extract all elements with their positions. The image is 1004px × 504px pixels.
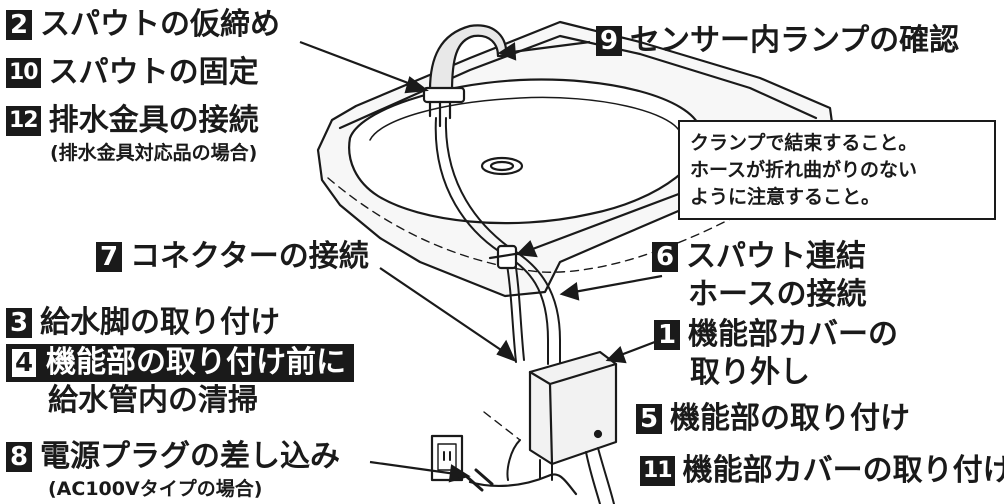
step-10-number: 10 [6,58,41,88]
basin-drain [480,156,524,176]
step-12-number: 12 [6,106,41,136]
step-9-number: 9 [596,26,622,56]
step-6-text-line2: ホースの接続 [688,277,867,312]
step-7-text: コネクターの接続 [130,239,369,274]
step-3-label: 3 給水脚の取り付け [6,306,280,340]
step-1-text: 機能部カバーの [688,317,898,352]
step-12-text: 排水金具の接続 [48,103,259,138]
step-9-label: 9 センサー内ランプの確認 [596,24,959,58]
step-2-label: 2 スパウトの仮締め [6,8,280,42]
power-cord [468,473,578,496]
step-8-text: 電源プラグの差し込み [40,439,340,474]
step-4-number: 4 [12,348,36,378]
step-4-text: 機能部の取り付け前に [46,345,346,380]
supply-pipe [506,439,553,481]
note-line-3: ように注意すること。 [690,186,881,208]
step-3-text: 給水脚の取り付け [40,305,280,340]
step-12-note: (排水金具対応品の場合) [50,142,258,164]
step-5-number: 5 [636,404,662,434]
clamp-note-box: クランプで結束すること。 ホースが折れ曲がりのない ように注意すること。 [678,120,996,220]
step-7-label: 7 コネクターの接続 [96,240,369,274]
step-6-label: 6 スパウト連結 [652,240,866,274]
step-8-number: 8 [6,442,32,472]
step-5-label: 5 機能部の取り付け [636,402,910,436]
step-2-number: 2 [6,10,32,40]
step-11-text: 機能部カバーの取り付け [682,453,1004,488]
step-5-text: 機能部の取り付け [670,401,910,436]
note-line-1: クランプで結束すること。 [690,132,918,154]
step-6-text: スパウト連結 [686,239,866,274]
step-10-label: 10 スパウトの固定 [6,56,259,90]
step-3-number: 3 [6,308,32,338]
step-4-highlight: 4 機能部の取り付け前に [6,344,354,382]
step-1-label: 1 機能部カバーの [654,318,898,352]
step-8-label: 8 電源プラグの差し込み [6,440,340,474]
note-line-2: ホースが折れ曲がりのない [690,159,918,181]
step-11-label: 11 機能部カバーの取り付け [640,454,1004,488]
step-12-label: 12 排水金具の接続 [6,104,259,138]
step-2-text: スパウトの仮締め [40,7,280,42]
step-9-text: センサー内ランプの確認 [630,23,960,58]
step-7-number: 7 [96,242,122,272]
step-6-number: 6 [652,242,678,272]
step-1-text-line2: 取り外し [690,355,810,390]
step-4-text-line2: 給水管内の清掃 [48,383,258,418]
step-1-number: 1 [654,320,680,350]
step-8-note: (AC100Vタイプの場合) [48,478,263,500]
step-10-text: スパウトの固定 [48,55,259,90]
step-11-number: 11 [640,456,675,486]
